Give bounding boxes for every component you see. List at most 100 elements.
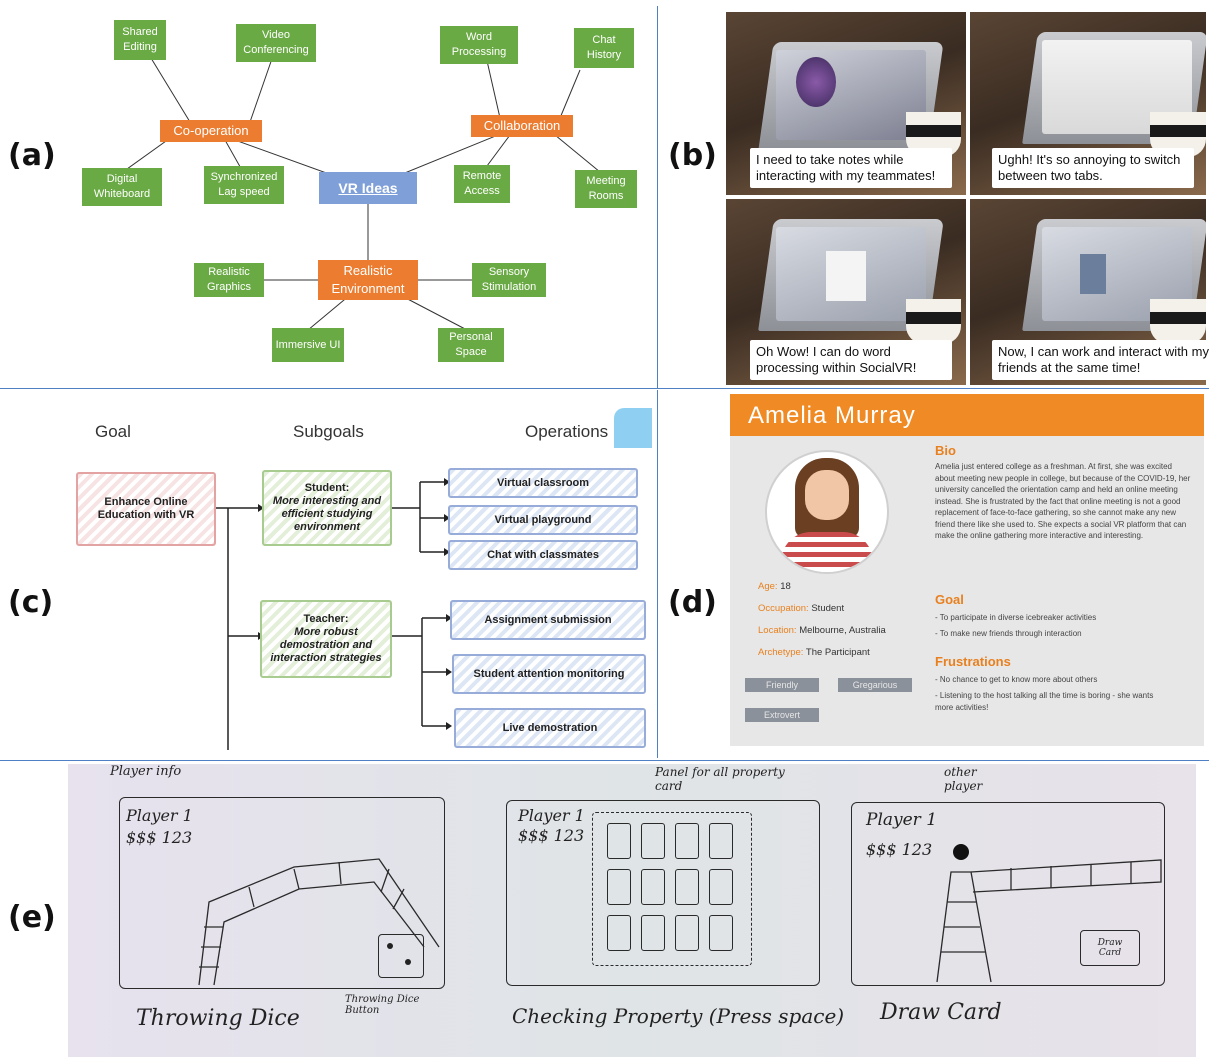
mindmap-leaf-digital-whiteboard: Digital Whiteboard: [82, 168, 162, 206]
sketch-screen-throwing-dice: [119, 797, 445, 989]
persona-frustration-2: - Listening to the host talking all the …: [935, 691, 1154, 712]
persona-tag-friendly: Friendly: [745, 678, 819, 692]
subgoal-student: Student: More interesting and efficient …: [262, 470, 392, 546]
persona-location-key: Location:: [758, 625, 797, 636]
sketch-2-player: Player 1: [518, 806, 585, 825]
persona-avatar: [765, 450, 889, 574]
goal-tree-header-subgoals: Subgoals: [293, 422, 364, 441]
sketch-2-panel-note: Panel for all property card: [655, 765, 785, 793]
sketch-1-money: $$$ 123: [126, 828, 193, 847]
storyboard-caption-2: Ughh! It's so annoying to switch between…: [992, 148, 1194, 188]
subgoal-teacher: Teacher: More robust demostration and in…: [260, 600, 392, 678]
property-card[interactable]: [607, 823, 631, 859]
property-card-panel: [592, 812, 752, 966]
sketch-1-player: Player 1: [126, 806, 193, 825]
sketch-1-board-path: [198, 858, 440, 986]
mindmap-branch-realistic-environment: Realistic Environment: [318, 260, 418, 300]
mindmap-leaf-word-processing: Word Processing: [440, 26, 518, 64]
panel-label-a: (a): [8, 138, 56, 173]
mindmap-center-node: VR Ideas: [319, 172, 417, 204]
persona-goal-2: - To make new friends through interactio…: [935, 629, 1082, 638]
subgoal-teacher-role: Teacher:: [303, 613, 349, 625]
persona-age: Age: 18: [758, 581, 791, 592]
goal-tree-header-operations: Operations: [525, 422, 609, 441]
property-card[interactable]: [641, 823, 665, 859]
mindmap-leaf-remote-access: Remote Access: [454, 165, 510, 203]
sketch-3-money: $$$ 123: [866, 840, 933, 859]
sketch-3-board-path: [936, 859, 1162, 983]
panel-label-e: (e): [8, 900, 56, 935]
persona-tag-gregarious: Gregarious: [838, 678, 912, 692]
panel-label-d: (d): [668, 585, 717, 620]
dice-icon[interactable]: [378, 934, 424, 978]
goal-tree-header-goal: Goal: [95, 422, 131, 441]
property-card[interactable]: [709, 915, 733, 951]
mindmap-leaf-chat-history: Chat History: [574, 28, 634, 68]
persona-location: Location: Melbourne, Australia: [758, 625, 886, 636]
persona-occupation-value: Student: [811, 603, 845, 614]
panel-label-b: (b): [668, 138, 717, 173]
goal-node: Enhance Online Education with VR: [76, 472, 216, 546]
persona-location-value: Melbourne, Australia: [799, 625, 886, 636]
mindmap-leaf-immersive-ui: Immersive UI: [272, 328, 344, 362]
mindmap-leaf-video-conferencing: Video Conferencing: [236, 24, 316, 62]
property-card[interactable]: [675, 869, 699, 905]
operation-virtual-playground: Virtual playground: [448, 505, 638, 535]
persona-header-bar: [730, 394, 1204, 436]
mindmap-leaf-shared-editing: Shared Editing: [114, 20, 166, 60]
mindmap-branch-collaboration: Collaboration: [471, 115, 573, 137]
persona-bio-text: Amelia just entered college as a freshma…: [935, 462, 1191, 540]
subgoal-student-text: More interesting and efficient studying …: [272, 495, 382, 533]
panel-label-c: (c): [8, 585, 54, 620]
storyboard-caption-4: Now, I can work and interact with my fri…: [992, 340, 1209, 380]
property-card[interactable]: [641, 869, 665, 905]
persona-archetype: Archetype: The Participant: [758, 647, 870, 658]
persona-bio-title: Bio: [935, 443, 956, 458]
storyboard-caption-1: I need to take notes while interacting w…: [750, 148, 952, 188]
property-card[interactable]: [641, 915, 665, 951]
sketch-2-money: $$$ 123: [518, 826, 585, 845]
operation-assignment-submission: Assignment submission: [450, 600, 646, 640]
sketch-screen-draw-card: [851, 802, 1165, 986]
persona-goal-1: - To participate in diverse icebreaker a…: [935, 613, 1097, 622]
property-card[interactable]: [607, 915, 631, 951]
operation-student-attention-monitoring: Student attention monitoring: [452, 654, 646, 694]
mindmap-branch-cooperation: Co-operation: [160, 120, 262, 142]
persona-occupation-key: Occupation:: [758, 603, 809, 614]
sketch-3-title: Draw Card: [880, 1000, 1002, 1025]
persona-name: Amelia Murray: [748, 402, 916, 429]
sketch-3-other-player-note: other player: [944, 765, 983, 793]
divider-middle: [0, 760, 1209, 761]
player-token-icon: [953, 844, 969, 860]
persona-frustration-1: - No chance to get to know more about ot…: [935, 675, 1098, 684]
persona-tag-extrovert: Extrovert: [745, 708, 819, 722]
operation-chat-with-classmates: Chat with classmates: [448, 540, 638, 570]
sticky-note-corner: [614, 408, 652, 448]
persona-archetype-value: The Participant: [805, 647, 870, 658]
property-card[interactable]: [675, 915, 699, 951]
draw-card-button[interactable]: Draw Card: [1080, 930, 1140, 966]
operation-live-demostration: Live demostration: [454, 708, 646, 748]
divider-top: [0, 388, 1209, 389]
persona-goal-title: Goal: [935, 592, 964, 607]
property-card[interactable]: [607, 869, 631, 905]
property-card[interactable]: [709, 823, 733, 859]
mindmap-leaf-sensory-stimulation: Sensory Stimulation: [472, 263, 546, 297]
persona-age-value: 18: [780, 581, 791, 592]
mindmap-leaf-synchronized-lag: Synchronized Lag speed: [204, 166, 284, 204]
subgoal-teacher-text: More robust demostration and interaction…: [270, 626, 382, 664]
operation-virtual-classroom: Virtual classroom: [448, 468, 638, 498]
sketch-1-dice-note: Throwing Dice Button: [345, 994, 420, 1016]
sketch-3-player: Player 1: [866, 810, 938, 830]
subgoal-student-role: Student:: [304, 482, 350, 494]
storyboard-caption-3: Oh Wow! I can do word processing within …: [750, 340, 952, 380]
mindmap-leaf-meeting-rooms: Meeting Rooms: [575, 170, 637, 208]
property-card[interactable]: [675, 823, 699, 859]
sketch-2-title: Checking Property (Press space): [512, 1004, 845, 1028]
goal-tree-connectors: [214, 478, 452, 750]
property-card[interactable]: [709, 869, 733, 905]
persona-frustrations-title: Frustrations: [935, 654, 1011, 669]
sketch-1-title: Throwing Dice: [136, 1006, 300, 1031]
persona-occupation: Occupation: Student: [758, 603, 844, 614]
sketch-screen-checking-property: [506, 800, 820, 986]
